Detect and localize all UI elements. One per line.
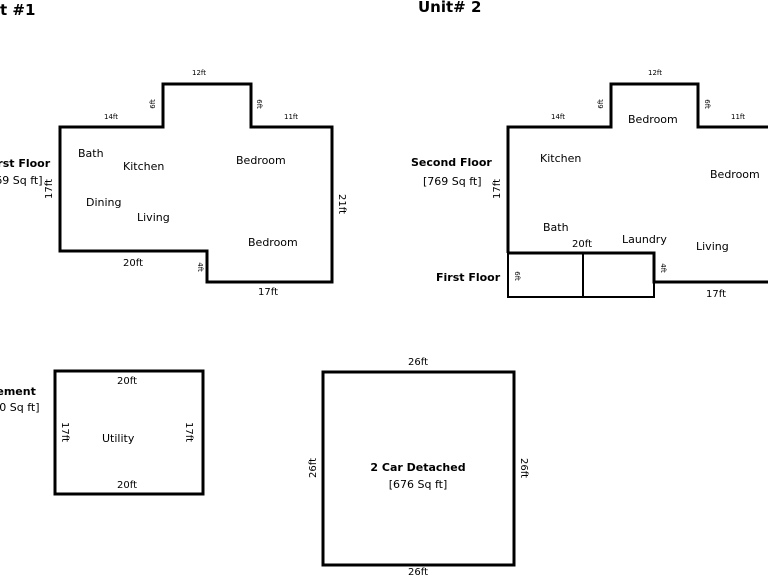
unit2-first-floor-label: First Floor	[436, 271, 501, 284]
unit1-dim-right-top: 11ft	[284, 113, 298, 121]
unit1-dim-left: 17ft	[44, 179, 55, 199]
unit1-dim-bottom-right: 17ft	[258, 287, 278, 298]
unit2-room-bedroom-top: Bedroom	[628, 113, 678, 126]
unit2-room-bedroom-right: Bedroom	[710, 168, 760, 181]
unit1-room-living: Living	[137, 211, 170, 224]
unit2-dim-step-right: 6ft	[703, 99, 711, 109]
unit2-dim-top: 12ft	[648, 69, 662, 77]
unit2-second-floor-label: Second Floor	[411, 156, 492, 169]
garage-dim-bottom: 26ft	[408, 567, 428, 576]
garage-outline	[321, 370, 516, 567]
unit2-first-floor-box	[507, 252, 655, 298]
basement-label: Basement	[0, 385, 36, 398]
garage-sqft: [676 Sq ft]	[389, 478, 448, 491]
unit2-second-floor-sqft: [769 Sq ft]	[423, 175, 482, 188]
unit2-dim-first-floor-width: 20ft	[572, 239, 592, 250]
unit2-room-bath: Bath	[543, 221, 569, 234]
basement-outline	[53, 369, 205, 496]
unit1-dim-left-top: 14ft	[104, 113, 118, 121]
garage-dim-right: 26ft	[518, 458, 529, 478]
unit1-dim-top: 12ft	[192, 69, 206, 77]
garage-dim-left: 26ft	[308, 458, 319, 478]
unit1-room-dining: Dining	[86, 196, 122, 209]
unit1-room-kitchen: Kitchen	[123, 160, 164, 173]
unit2-dim-bottom-right: 17ft	[706, 289, 726, 300]
unit1-dim-bottom-left: 20ft	[123, 258, 143, 269]
garage-label: 2 Car Detached	[370, 461, 465, 474]
unit1-dim-step-right: 6ft	[255, 99, 263, 109]
basement-dim-bottom: 20ft	[117, 480, 137, 491]
unit1-title: Unit #1	[0, 1, 35, 19]
basement-dim-left: 17ft	[59, 422, 70, 442]
unit1-dim-right: 21ft	[336, 194, 347, 214]
unit2-dim-step-left: 6ft	[597, 99, 605, 109]
unit2-room-kitchen: Kitchen	[540, 152, 581, 165]
unit1-room-bath: Bath	[78, 147, 104, 160]
garage-dim-top: 26ft	[408, 357, 428, 368]
basement-room-utility: Utility	[102, 432, 135, 445]
unit1-dim-notch: 4ft	[196, 262, 204, 272]
unit1-room-bedroom-1: Bedroom	[236, 154, 286, 167]
unit2-dim-right-top: 11ft	[731, 113, 745, 121]
unit1-floor-label: First Floor	[0, 157, 51, 170]
unit1-outline	[58, 82, 334, 284]
unit2-title: Unit# 2	[418, 0, 481, 16]
unit2-dim-notch: 4ft	[659, 263, 667, 273]
unit1-floor-sqft: [769 Sq ft]	[0, 174, 43, 187]
basement-sqft: [340 Sq ft]	[0, 401, 40, 414]
basement-dim-right: 17ft	[183, 422, 194, 442]
unit2-dim-left: 17ft	[492, 179, 503, 199]
unit2-room-laundry: Laundry	[622, 233, 667, 246]
unit2-dim-left-top: 14ft	[551, 113, 565, 121]
unit2-room-living: Living	[696, 240, 729, 253]
unit2-second-floor-outline	[506, 82, 768, 253]
unit1-room-bedroom-2: Bedroom	[248, 236, 298, 249]
basement-dim-top: 20ft	[117, 376, 137, 387]
unit1-dim-step-left: 6ft	[149, 99, 157, 109]
unit2-dim-first-floor-height: 6ft	[513, 271, 521, 281]
unit2-first-floor-outline	[508, 251, 768, 284]
